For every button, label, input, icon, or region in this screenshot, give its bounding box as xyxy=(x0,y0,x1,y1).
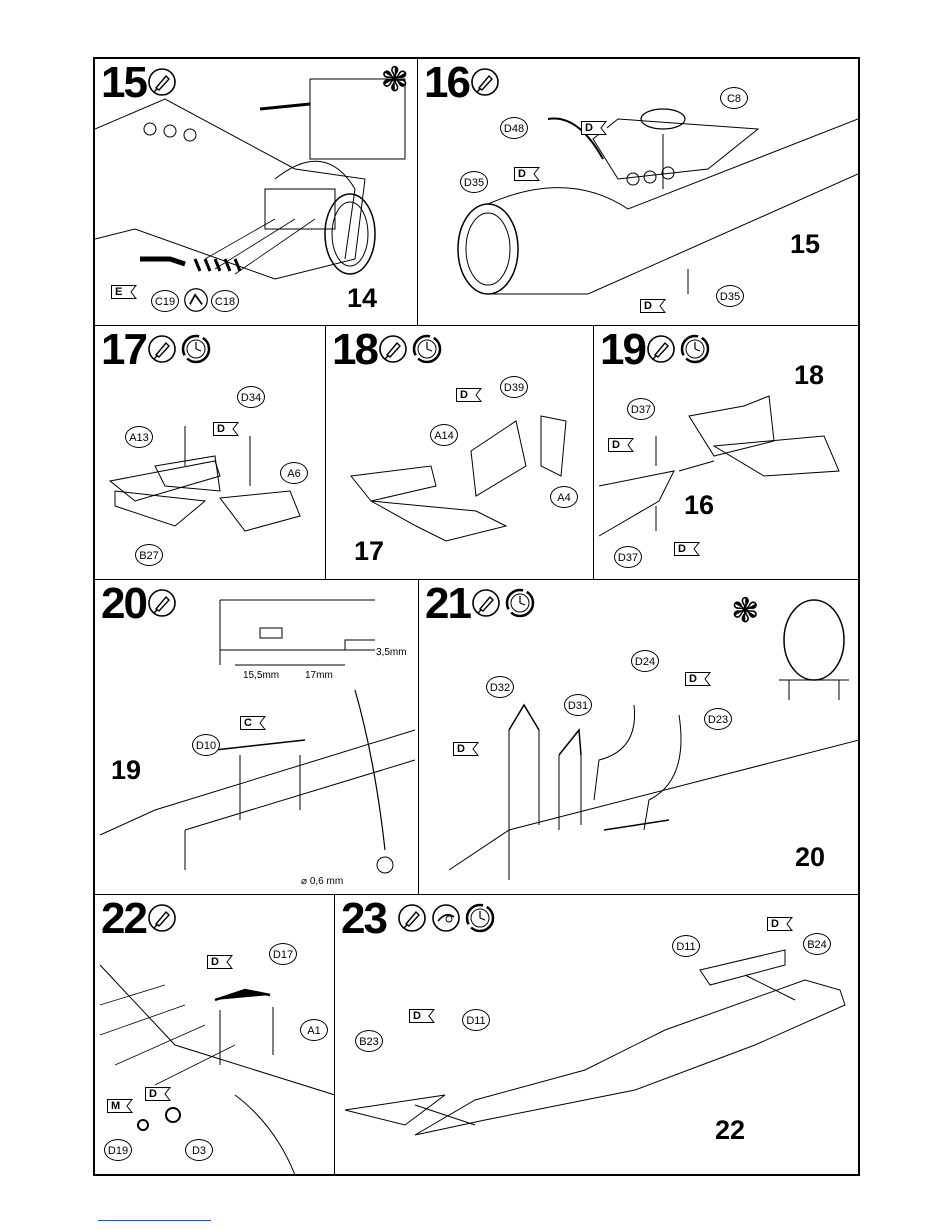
result-number: 14 xyxy=(347,283,377,314)
part-callout: A6 xyxy=(280,462,308,484)
result-number: 15 xyxy=(790,229,820,260)
step-16-panel: 16 C8 D48 D D35 D D D35 15 xyxy=(417,58,859,326)
dimension-label: 15,5mm xyxy=(243,670,279,681)
part-callout: D11 xyxy=(672,935,700,957)
dimension-label: ⌀ 0,6 mm xyxy=(301,876,343,887)
part-callout: B27 xyxy=(135,544,163,566)
decal-flag: D xyxy=(767,917,793,931)
decal-flag: M xyxy=(107,1099,133,1113)
upper-wing-drawing xyxy=(95,895,335,1176)
fuselage-assembly-drawing xyxy=(418,59,859,326)
decal-flag: D xyxy=(456,388,482,402)
part-callout: D37 xyxy=(614,546,642,568)
part-callout: A14 xyxy=(430,424,458,446)
result-number: 17 xyxy=(354,536,384,567)
part-callout: D19 xyxy=(104,1139,132,1161)
step-15-panel: 15 ❃ E C19 C18 14 xyxy=(94,58,418,326)
result-number: 20 xyxy=(795,842,825,873)
step-21-panel: 21 ❃ D24 D D32 D31 D23 D 20 xyxy=(418,579,859,895)
part-callout: C18 xyxy=(211,290,239,312)
wing-ailerons-drawing xyxy=(335,895,859,1176)
step-22-panel: 22 D D17 A1 M D D19 D3 xyxy=(94,894,335,1176)
drilling-template-drawing xyxy=(95,580,419,895)
part-callout: C8 xyxy=(720,87,748,109)
part-callout: A13 xyxy=(125,426,153,448)
part-callout: D23 xyxy=(704,708,732,730)
cabane-struts-drawing xyxy=(419,580,859,895)
part-callout: B24 xyxy=(803,933,831,955)
part-callout: D35 xyxy=(716,285,744,307)
part-callout: D37 xyxy=(627,398,655,420)
decal-flag: D xyxy=(674,542,700,556)
part-callout: D17 xyxy=(269,943,297,965)
decal-flag: D xyxy=(581,121,607,135)
footer-rule xyxy=(98,1220,211,1221)
dimension-label: 17mm xyxy=(305,670,333,681)
decal-flag: C xyxy=(240,716,266,730)
dimension-label: 3,5mm xyxy=(376,647,407,658)
part-callout: B23 xyxy=(355,1030,383,1052)
decal-flag: D xyxy=(685,672,711,686)
part-callout: D3 xyxy=(185,1139,213,1161)
part-callout: D48 xyxy=(500,117,528,139)
decal-flag: D xyxy=(145,1087,171,1101)
bend-icon xyxy=(183,287,209,313)
part-callout: A1 xyxy=(300,1019,328,1041)
part-callout: D34 xyxy=(237,386,265,408)
decal-flag: D xyxy=(514,167,540,181)
part-callout: D24 xyxy=(631,650,659,672)
part-callout: D39 xyxy=(500,376,528,398)
decal-flag: D xyxy=(640,299,666,313)
step-20-panel: 20 15,5mm 17mm 3,5mm C D10 19 ⌀ 0,6 mm xyxy=(94,579,419,895)
step-19-panel: 19 D37 D 18 16 D37 D xyxy=(593,325,859,580)
decal-flag: D xyxy=(409,1009,435,1023)
decal-flag: D xyxy=(453,742,479,756)
decal-flag: D xyxy=(207,955,233,969)
part-callout: D31 xyxy=(564,694,592,716)
tailplane-drawing xyxy=(95,326,326,580)
part-callout: D10 xyxy=(192,734,220,756)
decal-flag: D xyxy=(608,438,634,452)
result-number: 19 xyxy=(111,755,141,786)
part-callout: D35 xyxy=(460,171,488,193)
part-callout: D11 xyxy=(462,1009,490,1031)
result-number: 18 xyxy=(794,360,824,391)
step-18-panel: 18 D D39 A14 A4 17 xyxy=(325,325,594,580)
result-number: 16 xyxy=(684,490,714,521)
part-callout: D32 xyxy=(486,676,514,698)
step-23-panel: 23 D D11 B24 D D11 B23 22 xyxy=(334,894,859,1176)
part-callout: A4 xyxy=(550,486,578,508)
decal-flag: E xyxy=(111,285,137,299)
result-number: 22 xyxy=(715,1115,745,1146)
decal-flag: D xyxy=(213,422,239,436)
step-17-panel: 17 D34 D A13 A6 B27 xyxy=(94,325,326,580)
part-callout: C19 xyxy=(151,290,179,312)
